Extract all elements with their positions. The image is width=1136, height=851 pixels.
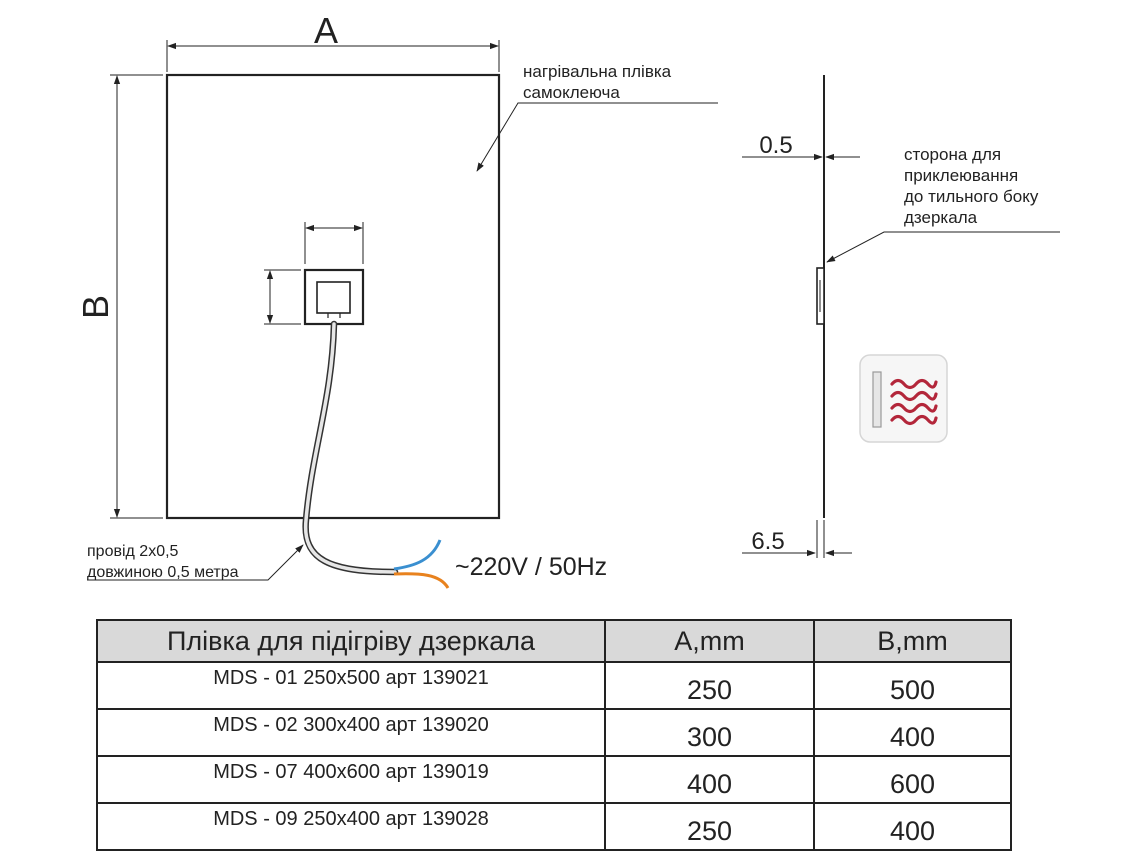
adhesive-leader-line <box>826 231 1060 263</box>
cell-a: 250 <box>604 661 815 710</box>
wire-leader-line <box>87 544 304 581</box>
cell-a: 250 <box>604 802 815 851</box>
header-model: Плівка для підігріву дзеркала <box>96 619 606 663</box>
junction-box <box>303 268 365 326</box>
thickness-top-label: 0.5 <box>759 132 792 159</box>
box-dimensions <box>264 222 364 325</box>
cell-a: 400 <box>604 755 815 804</box>
cell-b: 500 <box>813 661 1012 710</box>
table-header-row: Плівка для підігріву дзеркала A,mm B,mm <box>96 619 1012 663</box>
heat-film-icon <box>859 354 948 443</box>
wire-orange <box>393 572 450 589</box>
cell-a: 300 <box>604 708 815 757</box>
dimension-a <box>166 40 500 72</box>
spec-table: Плівка для підігріву дзеркала A,mm B,mm … <box>96 619 1012 851</box>
technical-drawing: A B нагрівальна плівка самоклеюча провід… <box>75 10 1060 589</box>
cell-b: 600 <box>813 755 1012 804</box>
adhesive-side-label: сторона для приклеювання до тильного бок… <box>904 145 1043 227</box>
cell-model: MDS - 02 300x400 арт 139020 <box>96 708 606 757</box>
table-row: MDS - 01 250x500 арт 139021 250 500 <box>96 661 1012 710</box>
film-panel <box>165 73 501 520</box>
cell-model: MDS - 07 400x600 арт 139019 <box>96 755 606 804</box>
dim-b-label: B <box>75 295 116 319</box>
header-b: B,mm <box>813 619 1012 663</box>
dim-a-label: A <box>314 10 338 51</box>
voltage-label: ~220V / 50Hz <box>455 553 607 581</box>
cell-b: 400 <box>813 802 1012 851</box>
wire-blue <box>393 539 442 571</box>
wire-label: провід 2х0,5 довжиною 0,5 метра <box>87 543 239 581</box>
cell-model: MDS - 09 250x400 арт 139028 <box>96 802 606 851</box>
power-cable <box>302 320 399 576</box>
table-row: MDS - 02 300x400 арт 139020 300 400 <box>96 708 1012 757</box>
film-leader-line <box>476 102 718 172</box>
film-label: нагрівальна плівка самоклеюча <box>523 62 676 102</box>
thickness-bottom-dimension <box>742 520 852 558</box>
cell-b: 400 <box>813 708 1012 757</box>
table-row: MDS - 07 400x600 арт 139019 400 600 <box>96 755 1012 804</box>
cell-model: MDS - 01 250x500 арт 139021 <box>96 661 606 710</box>
table-row: MDS - 09 250x400 арт 139028 250 400 <box>96 802 1012 851</box>
dimension-b <box>110 74 163 519</box>
header-a: A,mm <box>604 619 815 663</box>
thickness-bottom-label: 6.5 <box>751 528 784 555</box>
